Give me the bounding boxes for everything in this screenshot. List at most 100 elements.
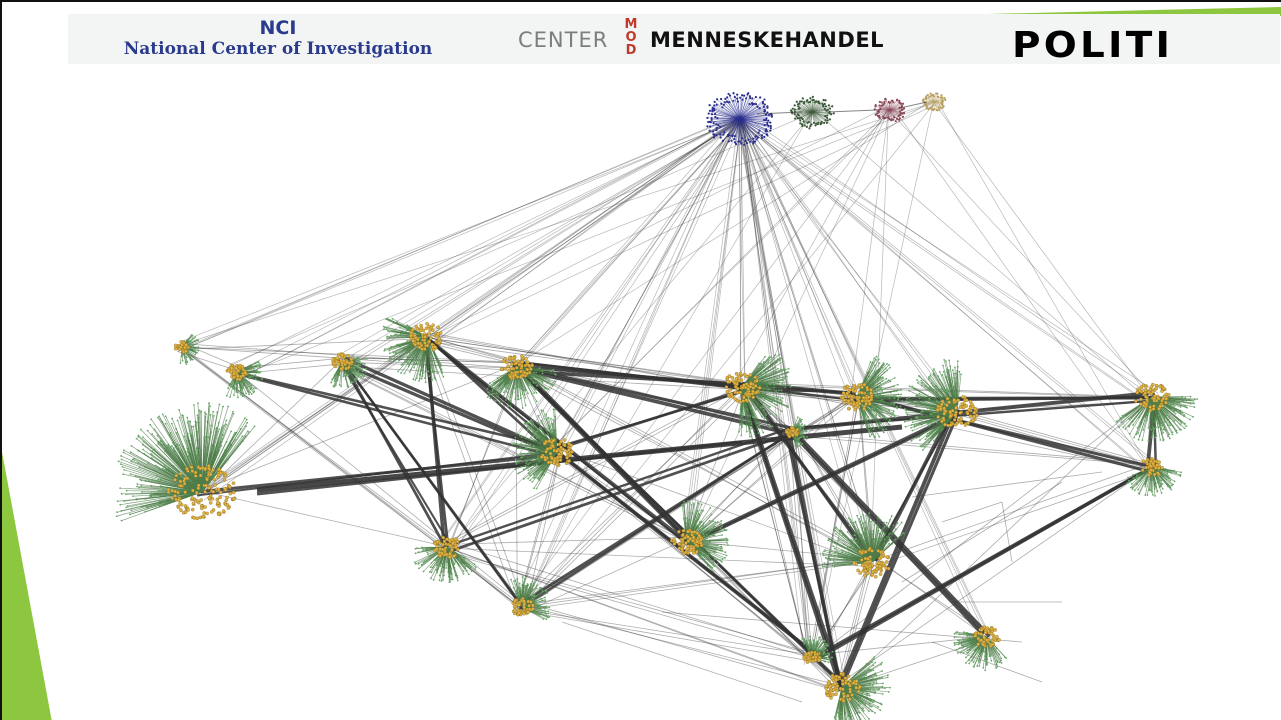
leaf-node — [149, 495, 151, 498]
leaf-node — [854, 712, 857, 715]
leaf-node — [533, 474, 535, 476]
hub-node — [846, 406, 851, 411]
leaf-node — [501, 380, 504, 383]
leaf-node — [946, 373, 949, 376]
leaf-node — [925, 435, 928, 438]
leaf-node — [942, 364, 944, 367]
leaf-node — [209, 413, 212, 416]
hub-node — [736, 386, 740, 391]
hub-node — [193, 474, 198, 478]
hub-node — [555, 449, 559, 453]
leaf-node — [765, 397, 768, 400]
leaf-node — [449, 573, 452, 576]
edge-top-to-hub — [229, 113, 810, 365]
leaf-node — [161, 413, 164, 416]
edge-top-to-hub — [740, 115, 746, 386]
leaf-node — [400, 363, 403, 366]
leaf-node — [875, 395, 878, 398]
hub-node — [842, 398, 847, 402]
edge-top-to-hub — [736, 117, 1151, 405]
leaf-node — [878, 435, 881, 438]
hub-node — [431, 323, 435, 327]
leaf-node — [790, 393, 793, 395]
leaf-node — [706, 529, 709, 531]
leaf-node — [823, 562, 826, 565]
hub-node — [231, 490, 236, 495]
hub-node — [869, 388, 873, 392]
leaf-node — [136, 485, 138, 488]
leaf-node — [146, 429, 149, 432]
leaf-node — [876, 537, 878, 540]
edge-top-to-hub — [741, 115, 982, 638]
leaf-node — [871, 407, 874, 410]
leaf-node — [222, 405, 224, 408]
leaf-node — [943, 389, 946, 392]
hub-node — [945, 403, 949, 407]
leaf-node — [908, 389, 911, 392]
leaf-node — [554, 380, 556, 383]
leaf-node — [126, 505, 129, 507]
cluster-spoke — [182, 415, 203, 493]
leaf-node — [433, 558, 436, 561]
leaf-node — [401, 325, 404, 328]
hub-node — [182, 476, 187, 481]
leaf-node — [870, 520, 872, 523]
edge-hub-to-hub — [519, 364, 876, 559]
hub-node — [174, 497, 178, 502]
leaf-node — [139, 506, 142, 508]
edge-top-to-hub — [519, 121, 741, 362]
leaf-node — [535, 473, 538, 475]
leaf-node — [142, 440, 145, 443]
leaf-node — [450, 567, 453, 570]
hub-node — [971, 418, 975, 423]
leaf-node — [509, 399, 512, 402]
hub-node — [846, 398, 851, 403]
edge-top-to-hub — [521, 121, 740, 365]
leaf-node — [781, 400, 783, 403]
hub-node — [751, 389, 755, 394]
leaf-node — [492, 399, 495, 402]
leaf-node — [524, 444, 527, 447]
leaf-node — [135, 437, 138, 440]
edge-top-to-hub — [337, 121, 741, 357]
leaf-node — [460, 555, 463, 558]
leaf-node — [244, 417, 246, 419]
leaf-node — [769, 413, 772, 416]
hub-node — [221, 509, 226, 513]
cluster-spoke — [193, 404, 203, 493]
leaf-node — [877, 526, 880, 529]
hub-node — [217, 487, 221, 492]
leaf-node — [882, 377, 884, 380]
leaf-node — [519, 443, 522, 446]
hub-node — [964, 398, 969, 403]
leaf-node — [227, 405, 230, 408]
edge-top-to-hub — [740, 117, 963, 416]
hub-node — [947, 400, 951, 404]
leaf-node — [196, 414, 199, 417]
leaf-node — [178, 443, 181, 446]
leaf-node — [436, 571, 438, 574]
hub-node — [862, 382, 867, 387]
leaf-node — [700, 521, 703, 523]
leaf-node — [698, 524, 700, 526]
leaf-node — [428, 571, 431, 573]
edge-top-to-hub — [815, 111, 1155, 405]
leaf-node — [383, 328, 385, 331]
leaf-node — [248, 431, 251, 434]
leaf-node — [445, 567, 447, 569]
leaf-node — [145, 506, 148, 509]
edge-hub-to-hub — [956, 411, 1156, 468]
edge-top-to-hub — [522, 104, 934, 614]
leaf-node — [742, 419, 745, 422]
hub-node — [958, 411, 962, 415]
leaf-node — [892, 412, 894, 414]
leaf-node — [836, 550, 838, 552]
leaf-node — [545, 413, 548, 416]
leaf-node — [882, 682, 884, 685]
leaf-node — [521, 440, 524, 443]
leaf-node — [837, 537, 840, 539]
leaf-node — [400, 351, 402, 354]
leaf-node — [875, 355, 878, 358]
leaf-node — [130, 460, 133, 463]
leaf-node — [720, 522, 722, 525]
